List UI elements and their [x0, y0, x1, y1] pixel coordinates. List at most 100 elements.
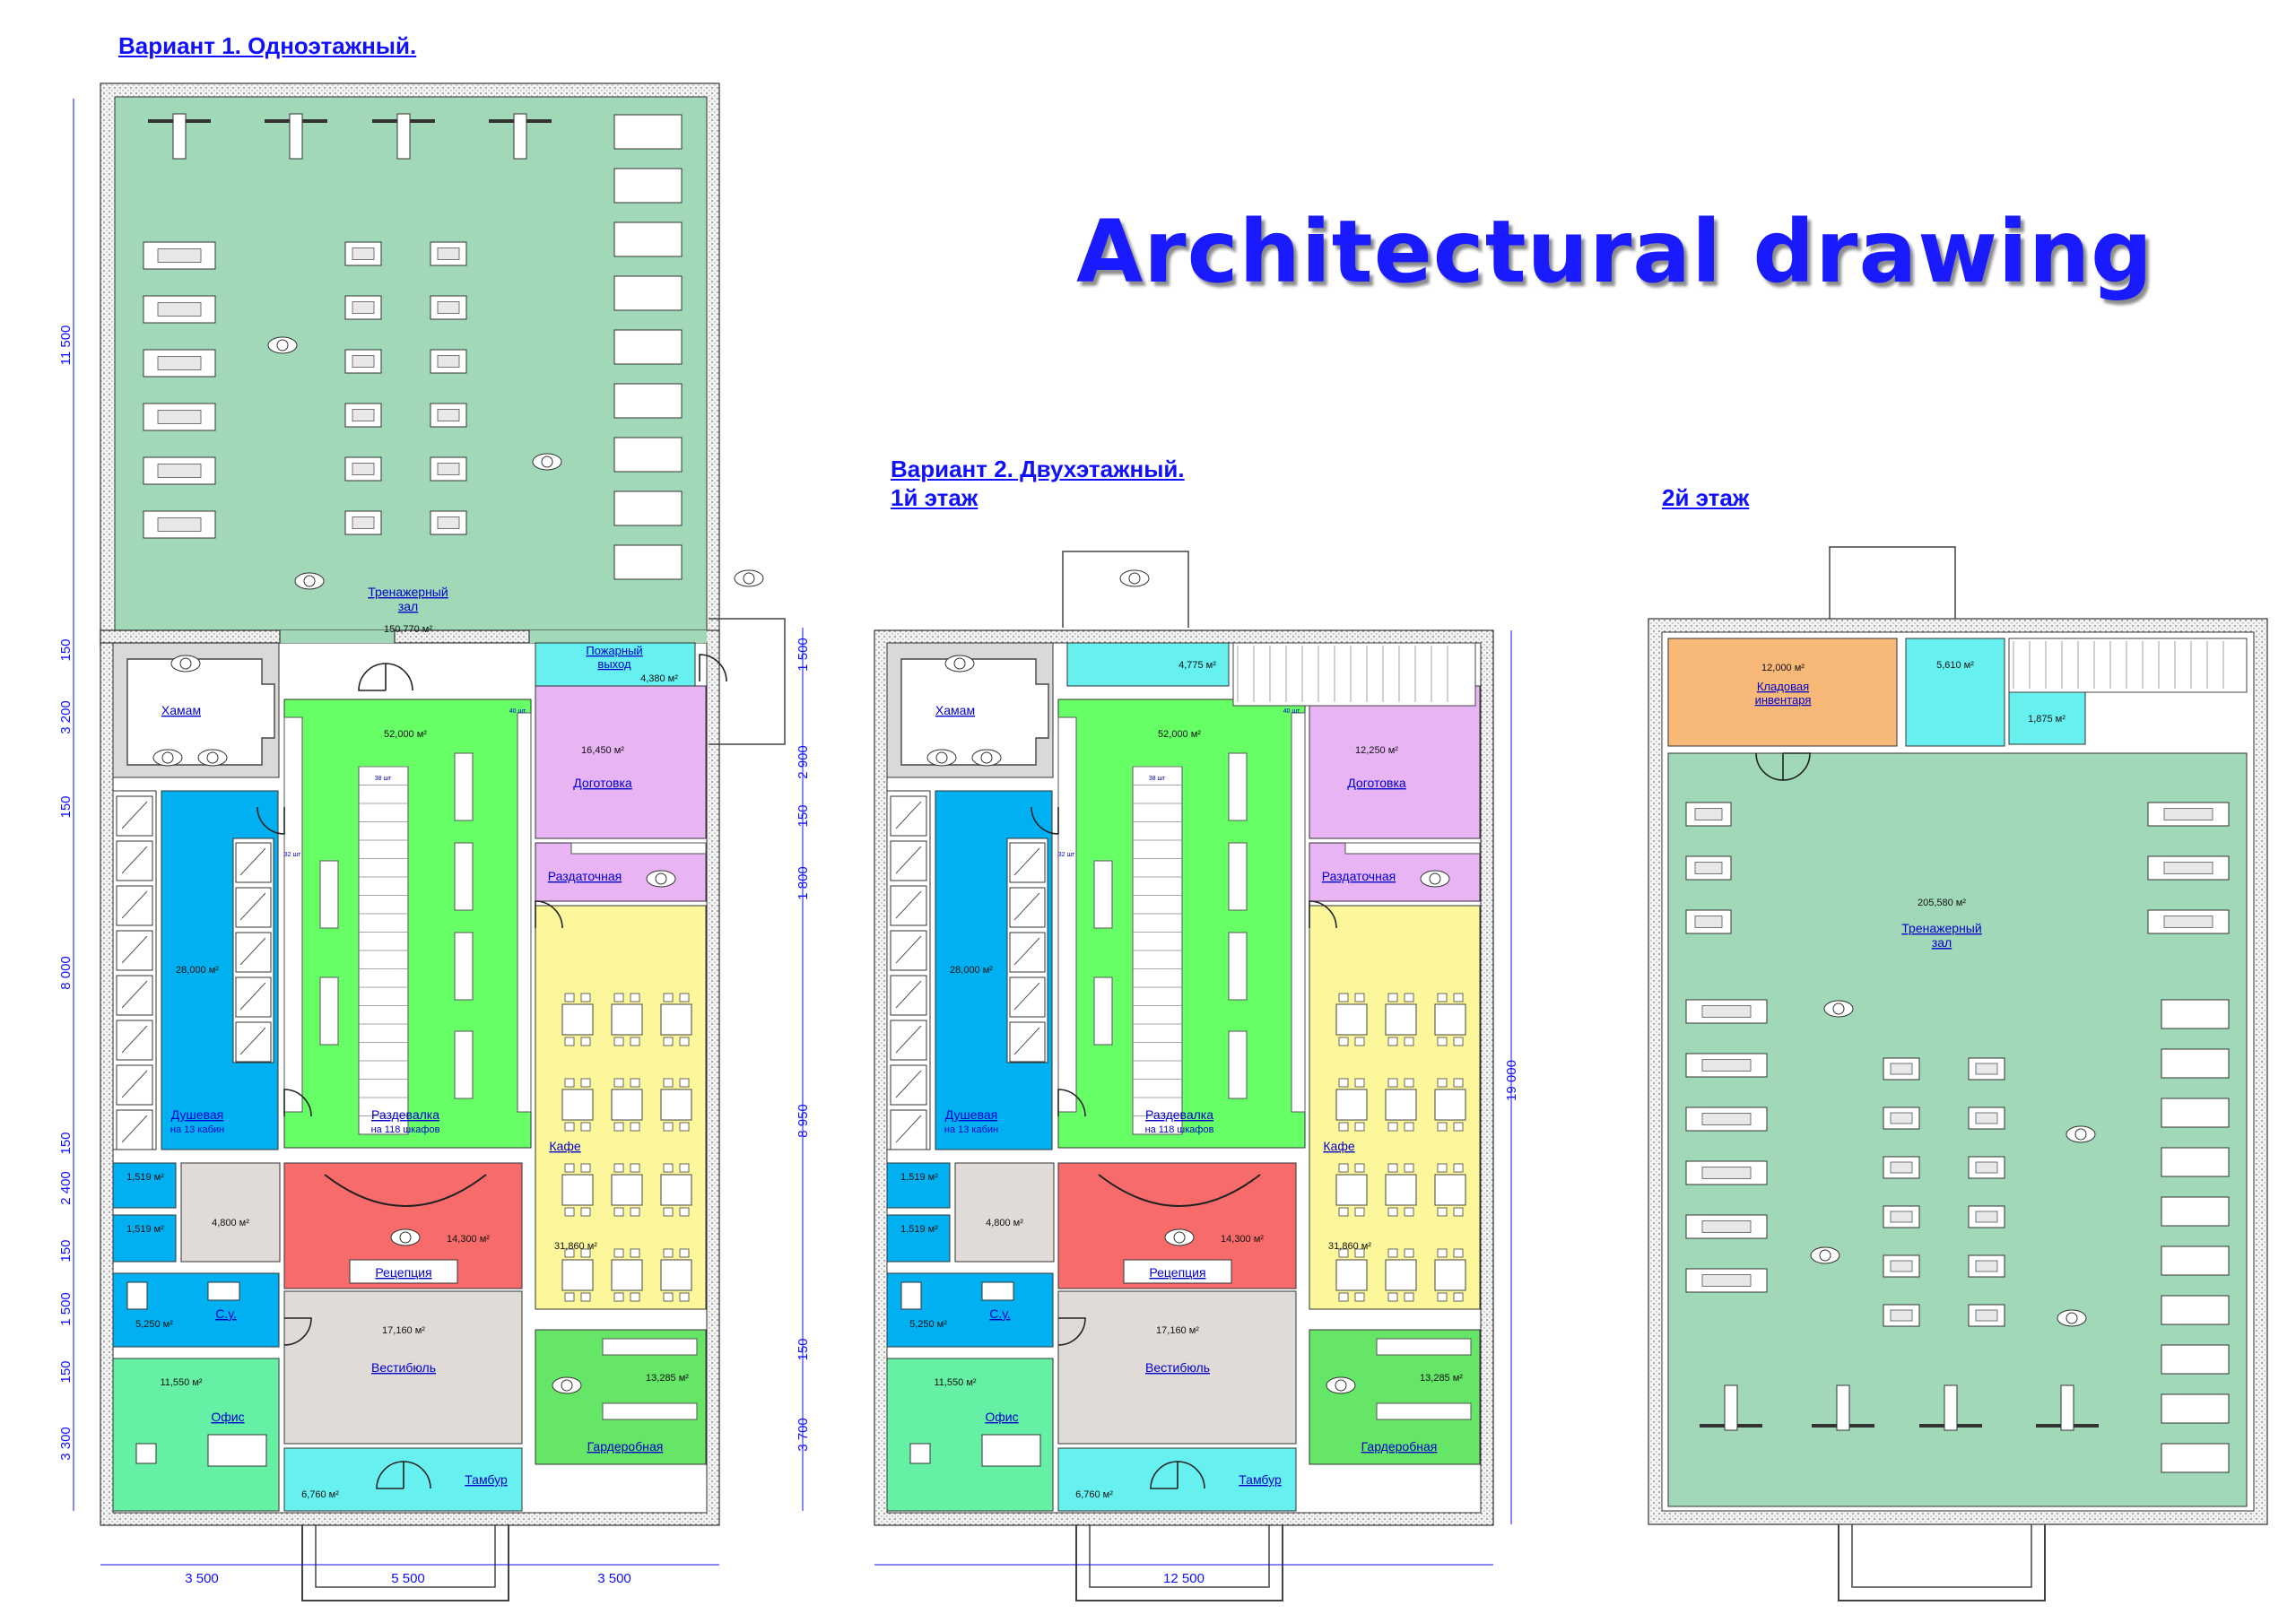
wc-2-area: 1,519 м² — [126, 1224, 164, 1235]
server-person-icon — [646, 870, 676, 888]
dim-left: 8 000 — [58, 956, 74, 990]
storage-door-right — [1782, 752, 1811, 781]
exercise-machine-icon — [1685, 855, 1732, 881]
equipment-seat — [157, 302, 202, 317]
wc-2 — [112, 1214, 177, 1263]
cafe-chair — [1453, 1122, 1464, 1132]
locker-bench-small — [454, 1030, 474, 1099]
exercise-machine-icon — [1968, 1304, 2005, 1327]
exercise-machine-icon — [430, 295, 467, 320]
equipment-seat — [1694, 862, 1723, 874]
dim-right: 1 800 — [796, 866, 811, 900]
shower-area: 28,000 м² — [950, 965, 993, 976]
locker-bench-small — [1228, 932, 1248, 1001]
su-label: С.у. — [989, 1306, 1011, 1321]
gym-person-icon — [2057, 1309, 2087, 1327]
cafe-table — [611, 1003, 643, 1036]
cafe-chair — [663, 993, 674, 1002]
dim-left: 11 500 — [58, 325, 74, 366]
serving-label: Раздаточная — [1322, 869, 1396, 883]
exercise-bike-icon — [2147, 802, 2230, 827]
exercise-bike-icon — [143, 349, 216, 378]
cafe-chair — [663, 1037, 674, 1046]
staircase — [1232, 642, 1476, 707]
shower-note: на 13 кабин — [170, 1124, 224, 1135]
dim-right: 19 000 — [1504, 1060, 1519, 1101]
lobby-door — [283, 1317, 312, 1346]
cafe-table — [660, 1174, 692, 1206]
locker-bench-small — [1228, 752, 1248, 821]
variant2-floor1-heading: 1й этаж — [891, 484, 978, 511]
cafe-chair — [613, 1078, 624, 1088]
cafe-chair — [1437, 1037, 1448, 1046]
cafe-table — [561, 1089, 594, 1121]
bench — [1836, 1384, 1850, 1431]
cafe-chair — [679, 1207, 690, 1217]
exercise-bike-icon — [143, 456, 216, 485]
upper-gym-area: 205,580 м² — [1918, 898, 1966, 908]
exercise-machine-icon — [1685, 909, 1732, 934]
gym-divider-wall — [100, 629, 281, 644]
fire-exit-room — [535, 642, 696, 687]
cafe-table — [1385, 1174, 1417, 1206]
equipment-seat — [157, 356, 202, 370]
entrance-door-right — [403, 1461, 431, 1489]
shower-cabin-mark — [895, 980, 922, 1009]
gym-person-icon — [1810, 1246, 1840, 1264]
dim-left: 2 400 — [58, 1171, 74, 1205]
equipment-seat — [1694, 916, 1723, 928]
receptionist-icon — [1164, 1228, 1195, 1246]
prep-label: Доготовка — [1347, 776, 1406, 790]
treadmill-icon — [2161, 999, 2230, 1029]
exercise-bike-icon — [1685, 1107, 1768, 1132]
hamam-person-icon — [926, 749, 957, 767]
wardrobe-person-icon — [552, 1376, 582, 1394]
equipment-seat — [1694, 808, 1723, 820]
cafe-area: 31,860 м² — [554, 1241, 597, 1252]
cafe-chair — [580, 1122, 591, 1132]
equipment-seat — [1975, 1112, 1998, 1124]
gym-door-right — [385, 663, 413, 691]
cafe-table — [611, 1259, 643, 1291]
lobby-room — [283, 1290, 523, 1445]
cafe-chair — [1404, 1292, 1414, 1302]
locker-bench-small — [1228, 842, 1248, 911]
equipment-seat — [437, 247, 460, 260]
hamam-person-icon — [971, 749, 1002, 767]
gym-area: 150,770 м² — [384, 624, 432, 635]
treadmill-icon — [613, 329, 683, 365]
wc-1 — [112, 1162, 177, 1209]
small-hall-area: 4,800 м² — [986, 1218, 1023, 1228]
locker-bench-small — [454, 752, 474, 821]
weight-bench-icon — [372, 113, 435, 160]
dim-bottom: 12 500 — [1163, 1571, 1205, 1586]
treadmill-icon — [613, 114, 683, 150]
lobby-area: 17,160 м² — [1156, 1325, 1199, 1336]
equipment-seat — [1975, 1309, 1998, 1322]
small-hall — [180, 1162, 281, 1263]
cafe-chair — [564, 1292, 575, 1302]
shower-cabin — [1009, 887, 1046, 928]
wardrobe-area: 13,285 м² — [646, 1373, 689, 1384]
cafe-table — [1385, 1259, 1417, 1291]
cafe-chair — [1437, 1207, 1448, 1217]
cafe-chair — [613, 1248, 624, 1258]
cafe-chair — [1453, 1292, 1464, 1302]
tambour-label: Тамбур — [1239, 1472, 1282, 1487]
shower-cabin-mark — [121, 1115, 148, 1143]
equipment-seat — [2163, 808, 2213, 820]
cafe-chair — [1354, 1037, 1365, 1046]
equipment-seat — [1890, 1260, 1913, 1272]
serving-counter — [1344, 842, 1481, 855]
exercise-machine-icon — [430, 510, 467, 535]
hamam-person-icon — [152, 749, 183, 767]
cafe-chair — [1338, 993, 1349, 1002]
exercise-bike-icon — [2147, 909, 2230, 934]
reception-desk — [1098, 1174, 1261, 1207]
equipment-seat — [157, 517, 202, 532]
cafe-chair — [1354, 1248, 1365, 1258]
weight-bench-icon — [2036, 1384, 2099, 1431]
weight-bench-icon — [1812, 1384, 1874, 1431]
exercise-machine-icon — [344, 510, 382, 535]
